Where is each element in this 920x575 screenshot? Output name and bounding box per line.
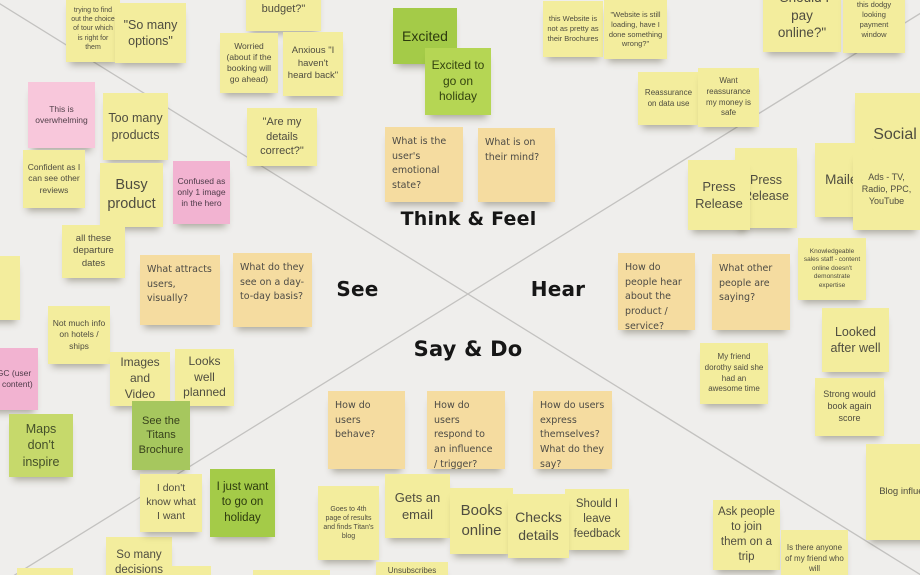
- sticky-note[interactable]: Strong would book again score: [815, 378, 884, 436]
- sticky-note[interactable]: Is there anyone of my friend who will: [781, 530, 848, 575]
- sticky-note[interactable]: This is overwhelming: [28, 82, 95, 148]
- sticky-note[interactable]: Too many products: [103, 93, 168, 160]
- sticky-note[interactable]: Gets an email: [385, 474, 450, 538]
- sticky-note[interactable]: Goes to 4th page of results and finds Ti…: [318, 486, 379, 560]
- sticky-note[interactable]: Looks well planned: [175, 349, 234, 406]
- sticky-note[interactable]: this dodgy looking payment window: [843, 0, 905, 53]
- sticky-note[interactable]: Ask people to join them on a trip: [713, 500, 780, 570]
- sticky-note[interactable]: Excited to go on holiday: [425, 48, 491, 115]
- sticky-note[interactable]: this Website is not as pretty as their B…: [543, 1, 603, 57]
- sticky-note[interactable]: "Should I pay online?": [763, 0, 841, 52]
- sticky-note[interactable]: What do they see on a day-to-day basis?: [233, 253, 312, 327]
- sticky-note[interactable]: What other people are saying?: [712, 254, 790, 330]
- sticky-note[interactable]: I just want to go on holiday: [210, 469, 275, 537]
- sticky-note[interactable]: Confident as I can see other reviews: [23, 150, 85, 208]
- sticky-note[interactable]: Want reassurance my money is safe: [698, 68, 759, 127]
- sticky-note[interactable]: all these departure dates: [62, 225, 125, 278]
- sticky-note[interactable]: Anxious "I haven't heard back": [283, 32, 343, 96]
- sticky-note[interactable]: "So many options": [115, 3, 186, 63]
- sticky-note[interactable]: Looked after well: [822, 308, 889, 372]
- sticky-note[interactable]: Unsubscribes: [376, 562, 448, 575]
- sticky-note[interactable]: How do users behave?: [328, 391, 405, 469]
- sticky-note[interactable]: trying to find out the choice of tour wh…: [66, 0, 120, 62]
- sticky-note[interactable]: See the Titans Brochure: [132, 401, 190, 470]
- sticky-note[interactable]: "Are my details correct?": [247, 108, 317, 166]
- sticky-note[interactable]: What is the user's emotional state?: [385, 127, 463, 202]
- quadrant-label: See: [336, 277, 379, 301]
- sticky-note[interactable]: Blog influencers: [866, 444, 920, 540]
- sticky-note[interactable]: a lot of UGC (user generated content): [0, 348, 38, 410]
- sticky-note[interactable]: Maps don't inspire: [9, 414, 73, 477]
- sticky-note[interactable]: Reassurance on data use: [638, 72, 699, 125]
- sticky-note[interactable]: Press Release: [688, 160, 750, 230]
- sticky-note[interactable]: [163, 566, 211, 575]
- sticky-note[interactable]: How do users respond to an influence / t…: [427, 391, 505, 469]
- sticky-note[interactable]: "Website is still loading, have I done s…: [604, 0, 667, 59]
- sticky-note[interactable]: How do users express themselves? What do…: [533, 391, 612, 469]
- sticky-note[interactable]: Should I leave feedback: [565, 489, 629, 550]
- sticky-note[interactable]: What is on their mind?: [478, 128, 555, 202]
- sticky-note[interactable]: Busy product: [100, 163, 163, 227]
- sticky-note[interactable]: Books online: [450, 488, 513, 554]
- quadrant-label: Say & Do: [413, 337, 523, 361]
- sticky-note[interactable]: "What is my budget?": [246, 0, 321, 31]
- sticky-note[interactable]: My friend dorothy said she had an awesom…: [700, 343, 768, 404]
- sticky-note[interactable]: [253, 570, 330, 575]
- quadrant-label: Think & Feel: [400, 208, 537, 230]
- sticky-note[interactable]: Confused as only 1 image in the hero: [173, 161, 230, 224]
- sticky-note[interactable]: Knowledgeable sales staff - content onli…: [798, 238, 866, 300]
- sticky-note[interactable]: What attracts users, visually?: [140, 255, 220, 325]
- sticky-note[interactable]: How do people hear about the product / s…: [618, 253, 695, 330]
- sticky-note[interactable]: Checks details: [508, 494, 569, 558]
- sticky-note[interactable]: Images and Video: [110, 352, 170, 406]
- sticky-note[interactable]: Worried (about if the booking will go ah…: [220, 33, 278, 93]
- quadrant-label: Hear: [530, 277, 586, 301]
- sticky-note[interactable]: Not much info on hotels / ships: [48, 306, 110, 364]
- sticky-note[interactable]: Ads - TV, Radio, PPC, YouTube: [853, 150, 920, 230]
- sticky-note[interactable]: I don't know what I want: [140, 474, 202, 532]
- sticky-note[interactable]: [17, 568, 73, 575]
- sticky-note[interactable]: So many decisions: [106, 537, 172, 575]
- sticky-note[interactable]: X e do I ore?: [0, 256, 20, 320]
